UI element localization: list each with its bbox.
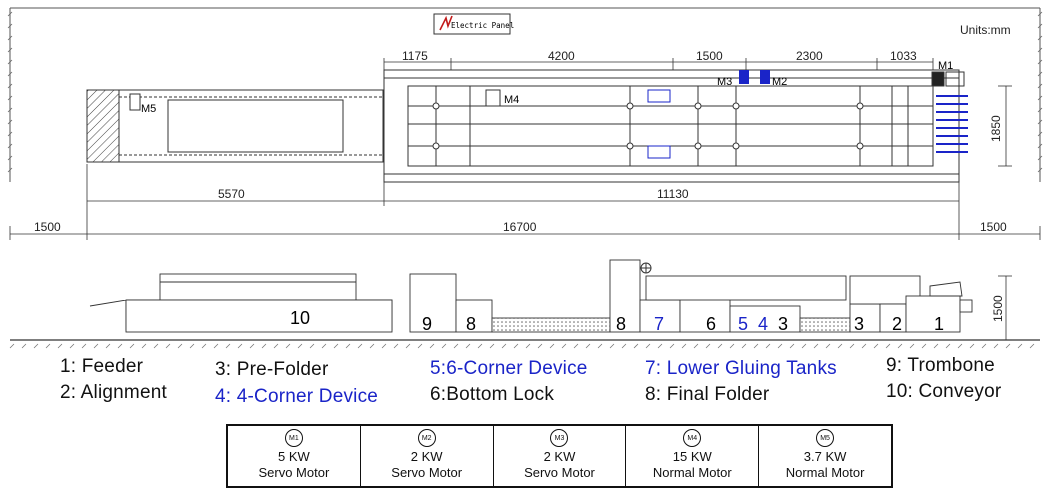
dim-1500-seg: 1500 [696,49,723,63]
dim-1500-left: 1500 [34,220,61,234]
feeder-rollers [936,95,968,153]
legend-alignment: 2: Alignment [60,382,167,403]
motor-type: Normal Motor [785,465,865,480]
motor-power: 2 KW [543,449,576,464]
legend-conveyor: 10: Conveyor [886,381,1002,402]
motor-tag-m2: M2 [772,76,787,88]
motor-power: 2 KW [410,449,443,464]
legend-6-corner: 5:6-Corner Device [430,358,588,379]
motor-icon: M4 [683,429,702,447]
top-main-machine [383,69,965,183]
motor-cell-m1: M1 5 KW Servo Motor [228,426,361,486]
motor-icon: M2 [417,429,436,447]
motor-tag-m3: M3 [717,76,732,88]
side-num-7: 7 [654,314,664,334]
dim-5570: 5570 [218,187,245,201]
side-machine [89,259,973,333]
floor-line [9,339,1040,349]
motor-type: Servo Motor [524,465,595,480]
dim-1850: 1850 [989,115,1003,142]
side-num-2: 2 [892,314,902,334]
lightning-icon [439,15,453,31]
dim-1500-right: 1500 [980,220,1007,234]
motor-cell-m4: M4 15 KW Normal Motor [626,426,760,486]
top-conveyor: M5 [86,89,384,163]
legend-4-corner: 4: 4-Corner Device [215,386,379,407]
side-num-6: 6 [706,314,716,334]
side-num-3a: 3 [778,314,788,334]
motor-icon: M3 [550,429,569,447]
motor-tag-m4: M4 [504,94,519,106]
total-dimensions [9,164,1041,240]
side-num-4: 4 [758,314,768,334]
motor-m3-block [739,70,749,84]
dim-1500-height: 1500 [991,295,1005,322]
motor-power: 5 KW [278,449,310,464]
dim-16700: 16700 [503,220,537,234]
legend-lower-gluing: 7: Lower Gluing Tanks [645,358,837,379]
legend-bottom-lock: 6:Bottom Lock [430,384,555,405]
dim-2300: 2300 [796,49,823,63]
motor-table: M1 5 KW Servo Motor M2 2 KW Servo Motor … [226,424,893,488]
motor-cell-m5: M5 3.7 KW Normal Motor [759,426,891,486]
side-num-1: 1 [934,314,944,334]
side-num-5: 5 [738,314,748,334]
legend-trombone: 9: Trombone [886,355,995,376]
motor-m2-block [760,70,770,84]
side-num-3b: 3 [854,314,864,334]
motor-cell-m3: M3 2 KW Servo Motor [494,426,627,486]
units-label: Units:mm [960,23,1011,37]
motor-icon: M1 [284,429,303,447]
wall-frame [7,7,1043,182]
motor-cell-m2: M2 2 KW Servo Motor [361,426,494,486]
motor-power: 3.7 KW [803,449,847,464]
motor-tag-m1: M1 [938,60,953,72]
legend-feeder: 1: Feeder [60,356,144,377]
dim-4200: 4200 [548,49,575,63]
side-num-8a: 8 [466,314,476,334]
motor-type: Servo Motor [391,465,463,480]
motor-power: 15 KW [672,449,712,464]
legend-final-folder: 8: Final Folder [645,384,770,405]
side-num-8b: 8 [616,314,626,334]
dim-1033: 1033 [890,49,917,63]
legend-pre-folder: 3: Pre-Folder [215,359,329,380]
motor-icon: M5 [816,429,835,447]
height-dimension [972,275,1012,341]
motor-type: Normal Motor [652,465,732,480]
side-num-10: 10 [290,308,310,328]
motor-tag-m5: M5 [141,103,156,115]
side-num-9: 9 [422,314,432,334]
electric-panel: Electric Panel [433,13,514,35]
width-dimension [998,85,1012,167]
dim-11130: 11130 [657,187,689,201]
motor-type: Servo Motor [258,465,330,480]
dim-1175: 1175 [402,49,428,63]
electric-panel-label: Electric Panel [451,21,514,30]
segment-dimensions [383,58,934,70]
